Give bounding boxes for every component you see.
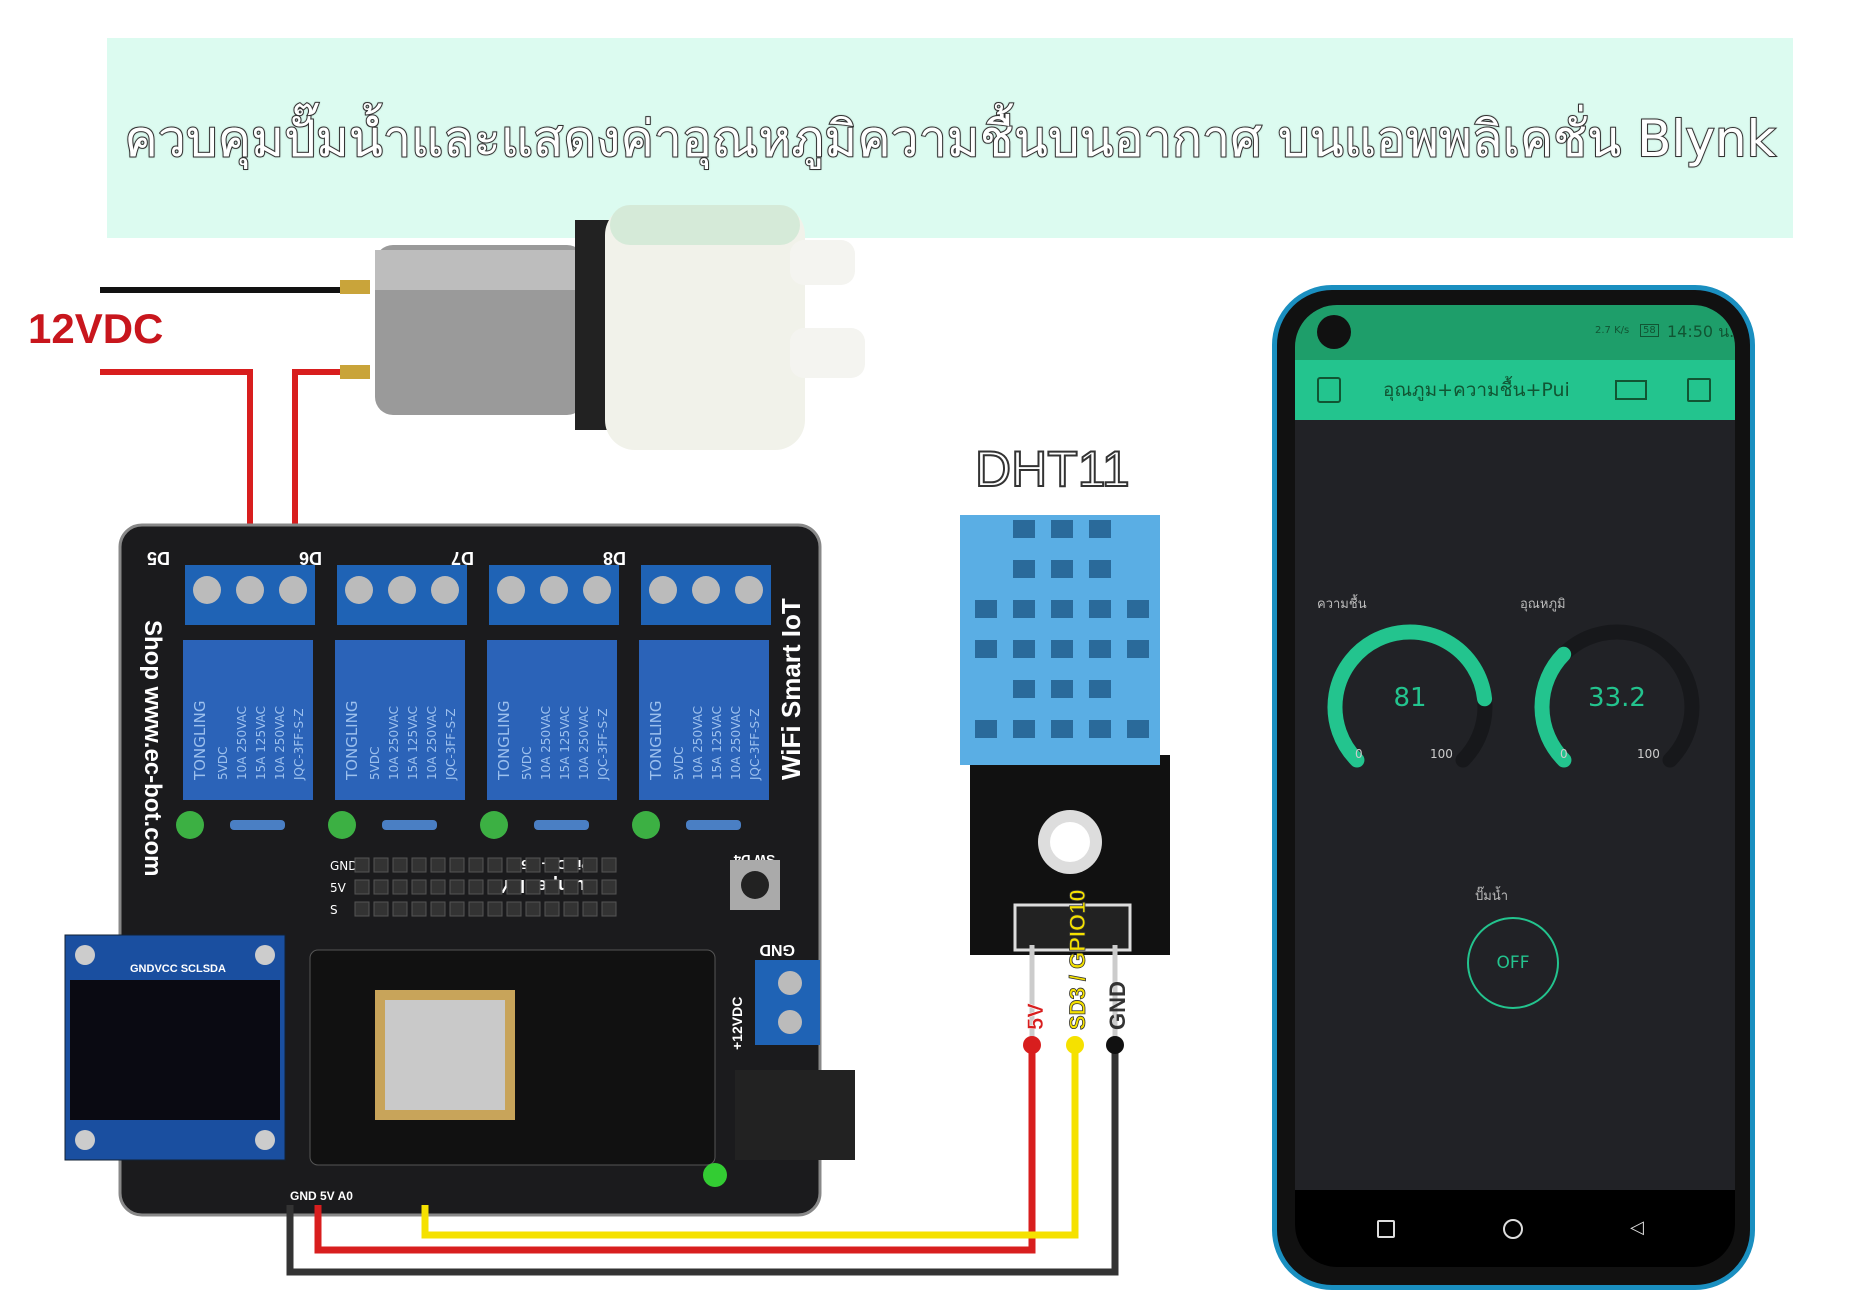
pin-gnd-label: GND <box>1105 981 1130 1030</box>
resistor <box>534 820 589 830</box>
home-button[interactable] <box>1503 1219 1523 1239</box>
wire-pump-relay <box>292 369 360 525</box>
sensor-label: DHT11 <box>974 440 1131 498</box>
header-gnd: GND <box>330 859 358 873</box>
terminal-gnd-label: GND <box>759 941 795 958</box>
relay-spec-text: 10A 250VAC <box>235 706 249 780</box>
relay-spec-text: 15A 125VAC <box>558 706 572 780</box>
relay-D8: TONGLING 5VDC 10A 250VAC 15A 125VAC 10A 250V… <box>603 548 771 839</box>
dc-jack <box>735 1070 855 1160</box>
relay-spec-text: 10A 250VAC <box>273 706 287 780</box>
relay-spec-text: JQC-3FF-S-Z <box>596 708 610 781</box>
relay-spec-text: 5VDC <box>672 747 686 780</box>
humidity-min: 0 <box>1355 747 1363 761</box>
relay-label: D8 <box>603 548 626 568</box>
temperature-max: 100 <box>1637 747 1660 761</box>
wire-signal <box>421 1045 1079 1239</box>
exit-icon[interactable] <box>1317 377 1341 403</box>
back-button[interactable]: ◁ <box>1630 1217 1644 1238</box>
relay-spec-text: 10A 250VAC <box>691 706 705 780</box>
relay-D6: TONGLING 5VDC 10A 250VAC 15A 125VAC 10A 250V… <box>299 548 467 839</box>
network-speed: 2.7 K/s <box>1595 325 1630 336</box>
relay-label: D6 <box>299 548 322 568</box>
relay-spec-text: 10A 250VAC <box>425 706 439 780</box>
diagram-title: ควบคุมปั๊มน้ำและแสดงค่าอุณหภูมิความชื้นบ… <box>123 109 1776 169</box>
header-5v: 5V <box>330 881 347 895</box>
oled-pin-label: GNDVCC SCLSDA <box>130 963 226 975</box>
humidity-max: 100 <box>1430 747 1453 761</box>
relay-spec-text: 15A 125VAC <box>406 706 420 780</box>
gauge-fill <box>1327 624 1493 768</box>
relay-label: D5 <box>147 548 170 568</box>
temperature-value: 33.2 <box>1588 683 1646 713</box>
blynk-app-screen: 2.7 K/s 58 14:50 น. อุณภูม+ความชื้น+Pui … <box>1295 305 1735 1267</box>
resistor <box>686 820 741 830</box>
relay-D5: TONGLING 5VDC 10A 250VAC 15A 125VAC 10A 250V… <box>147 548 315 839</box>
humidity-value: 81 <box>1393 683 1427 713</box>
status-time: 14:50 น. <box>1667 322 1735 341</box>
gauges <box>1327 624 1700 768</box>
relay-brand-text: TONGLING <box>191 701 209 781</box>
relay-spec-text: JQC-3FF-S-Z <box>444 708 458 781</box>
temperature-label: อุณหภูมิ <box>1520 597 1566 612</box>
device-icon[interactable] <box>1615 380 1647 400</box>
relay-spec-text: 5VDC <box>520 747 534 780</box>
camera-icon <box>1317 315 1351 349</box>
humidity-label: ความชื้น <box>1317 597 1367 612</box>
pin-signal-label: SD3 / GPIO10 <box>1065 889 1090 1030</box>
header-s: S <box>330 903 338 917</box>
relay-spec-text: 15A 125VAC <box>710 706 724 780</box>
wire-gnd <box>286 1045 1119 1276</box>
board-brand-text: WiFi Smart IoT <box>776 598 806 780</box>
relay-label: D7 <box>451 548 474 568</box>
relay-spec-text: 5VDC <box>216 747 230 780</box>
led-indicator <box>480 811 508 839</box>
led-indicator <box>176 811 204 839</box>
stop-button[interactable] <box>1687 378 1711 402</box>
oled-display: GNDVCC SCLSDA <box>64 934 286 1161</box>
relay-spec-text: JQC-3FF-S-Z <box>292 708 306 781</box>
relay-spec-text: 15A 125VAC <box>254 706 268 780</box>
terminal-12v-label: +12VDC <box>729 997 745 1050</box>
status-bar: 2.7 K/s 58 14:50 น. <box>1295 305 1735 360</box>
nav-bar: ◁ <box>1295 1190 1735 1267</box>
reset-button <box>741 871 769 899</box>
bottom-pin-label: GND 5V A0 <box>290 1189 353 1203</box>
wire-12v-positive <box>100 369 253 525</box>
relay-spec-text: 10A 250VAC <box>729 706 743 780</box>
esp8266-chip <box>385 1000 505 1110</box>
relay-spec-text: 5VDC <box>368 747 382 780</box>
relay-D7: TONGLING 5VDC 10A 250VAC 15A 125VAC 10A 250V… <box>451 548 619 839</box>
relay-brand-text: TONGLING <box>495 701 513 781</box>
recent-apps-button[interactable] <box>1377 1220 1395 1238</box>
led-indicator <box>328 811 356 839</box>
wire-5v <box>314 1045 1036 1254</box>
relay-spec-text: 10A 250VAC <box>577 706 591 780</box>
power-label: 12VDC <box>28 305 164 352</box>
relay-brand-text: TONGLING <box>343 701 361 781</box>
led-indicator <box>632 811 660 839</box>
resistor <box>382 820 437 830</box>
relay-spec-text: 10A 250VAC <box>387 706 401 780</box>
pump-label: ปั๊มน้ำ <box>1475 889 1509 904</box>
app-bar: อุณภูม+ความชื้น+Pui <box>1295 360 1735 420</box>
relay-brand-text: TONGLING <box>647 701 665 781</box>
board-shop-text: Shop www.ec-bot.com <box>139 620 166 876</box>
water-pump-image <box>340 205 865 450</box>
project-title: อุณภูม+ความชื้น+Pui <box>1383 379 1570 401</box>
temperature-min: 0 <box>1560 747 1568 761</box>
relay-spec-text: 10A 250VAC <box>539 706 553 780</box>
battery-icon: 58 <box>1640 324 1659 337</box>
relay-board: TONGLING 5VDC 10A 250VAC 15A 125VAC 10A 250V… <box>118 523 855 1217</box>
gauge-fill <box>1534 646 1572 768</box>
relay-spec-text: JQC-3FF-S-Z <box>748 708 762 781</box>
pin-5v-label: 5V <box>1023 1003 1048 1030</box>
dht11-sensor <box>960 515 1170 955</box>
resistor <box>230 820 285 830</box>
title-banner <box>107 38 1793 238</box>
pump-toggle-button[interactable]: OFF <box>1467 917 1559 1009</box>
